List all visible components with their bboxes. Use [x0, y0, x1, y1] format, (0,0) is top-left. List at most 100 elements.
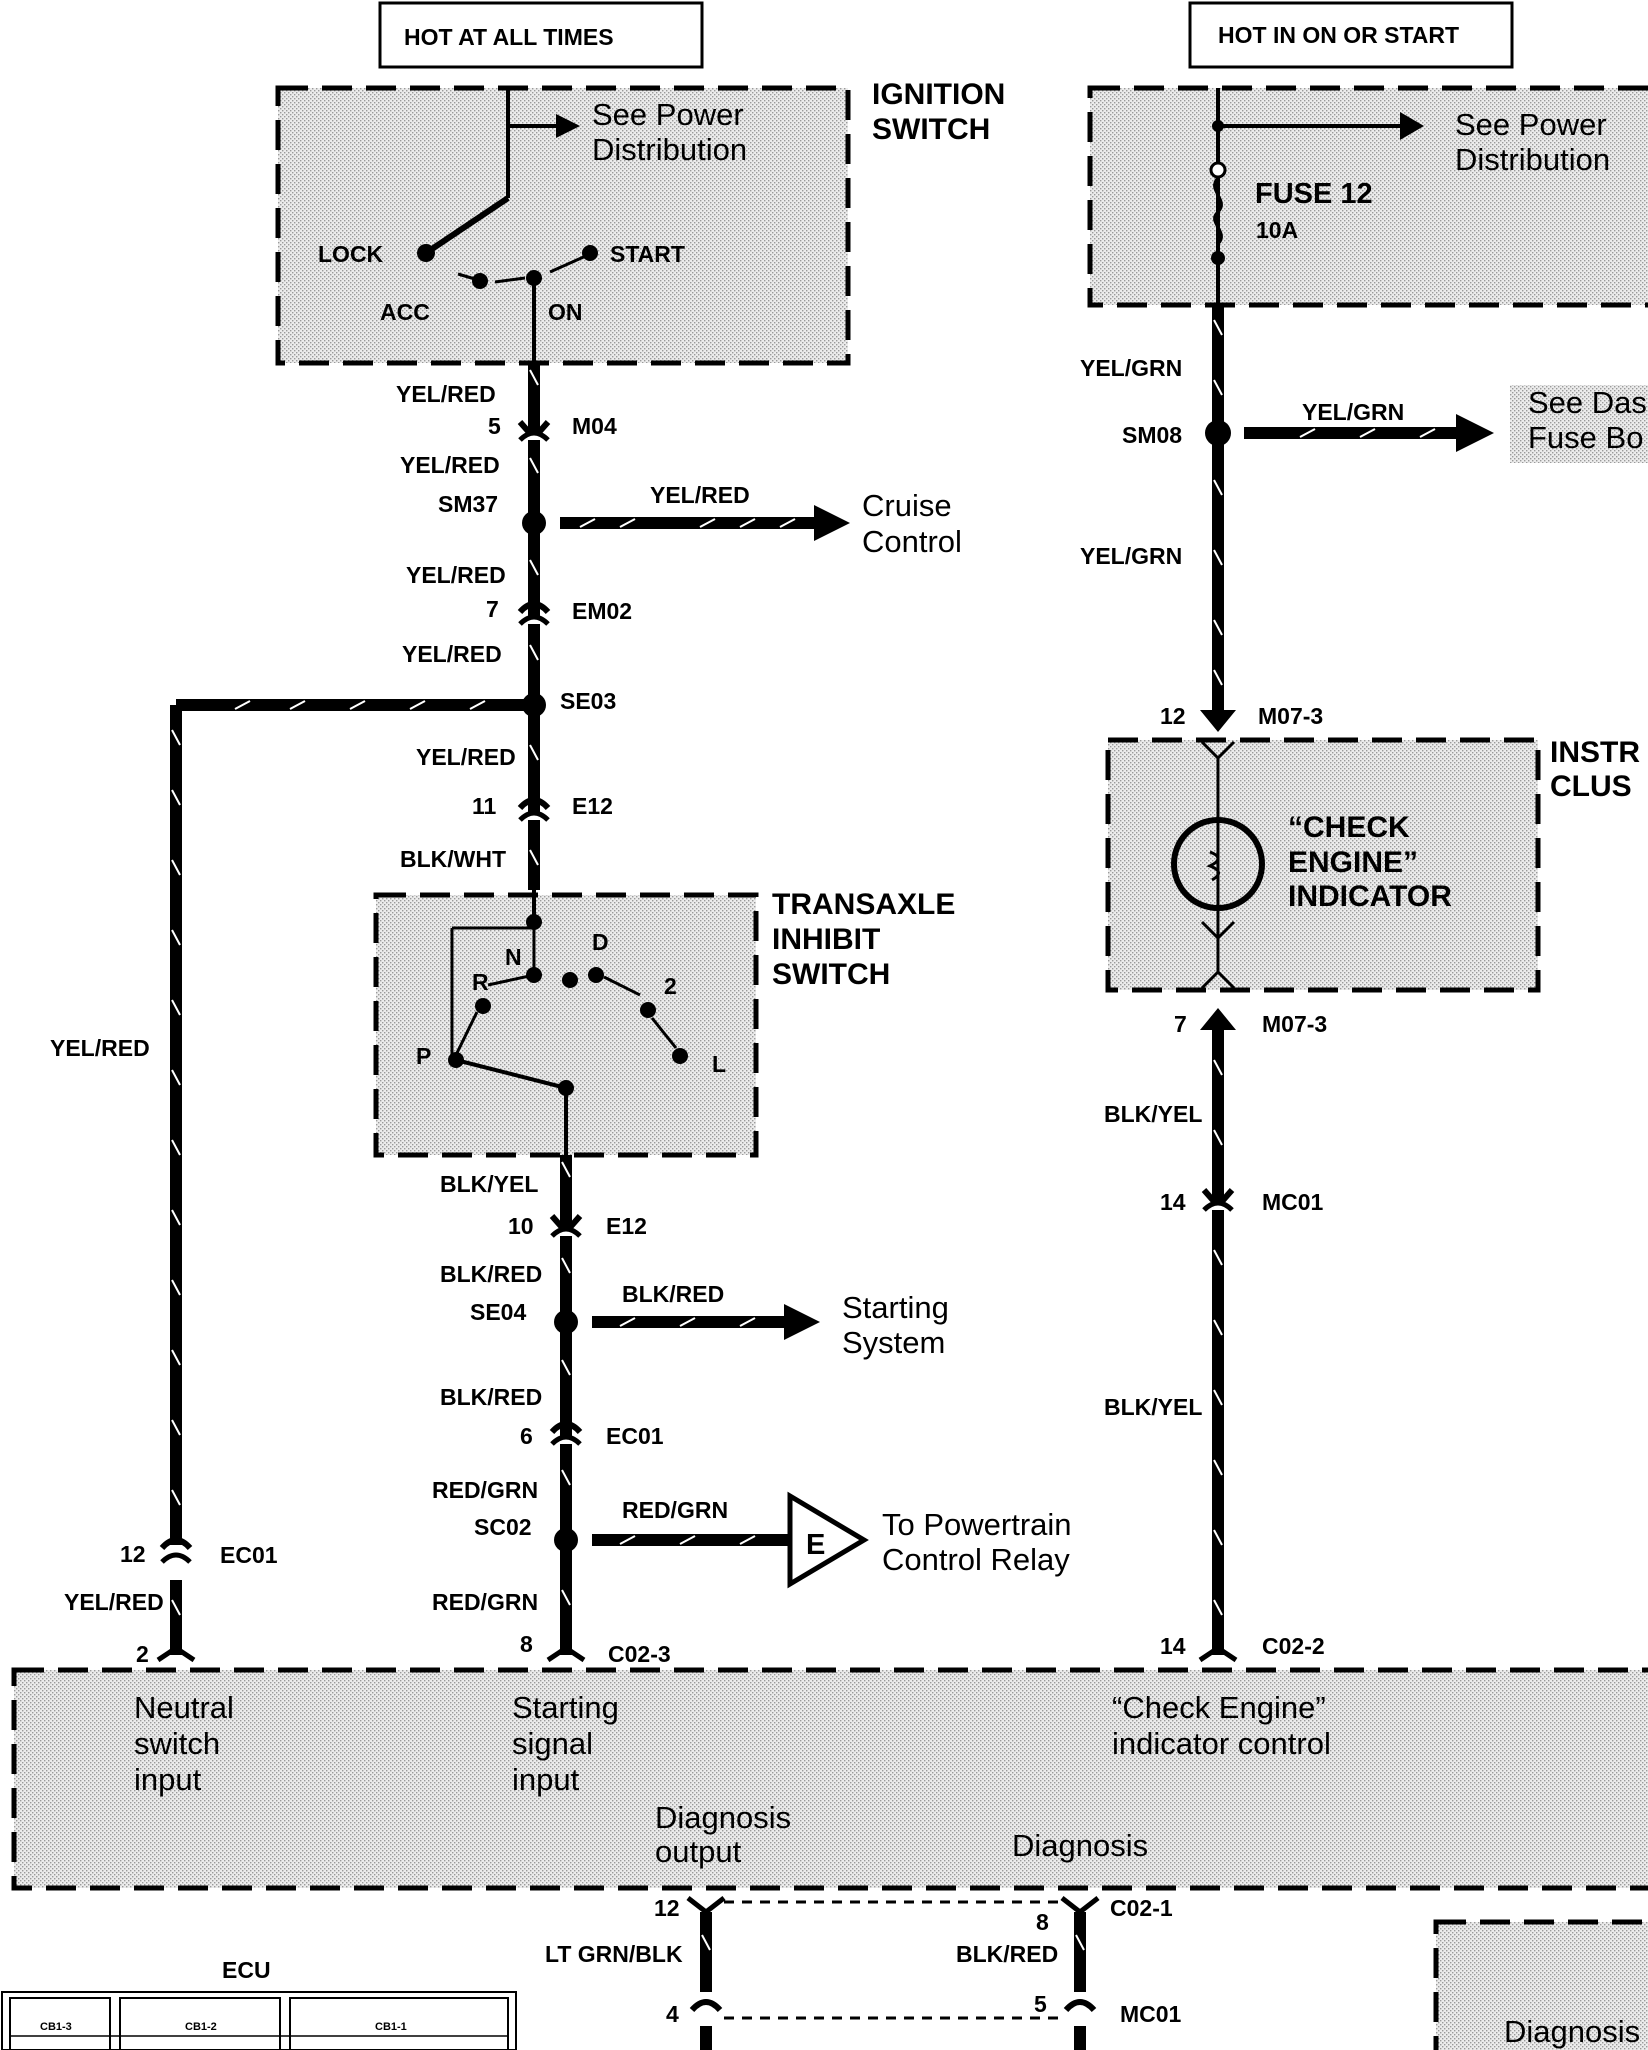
splice-label: SC02 [474, 1514, 532, 1540]
ecu-diag-out-2: output [655, 1834, 742, 1869]
wire-label: BLK/RED [956, 1941, 1058, 1967]
starting-system-1: Starting [842, 1290, 949, 1325]
ecu-starting-2: signal [512, 1726, 593, 1761]
fuse-block: See Power Distribution FUSE 12 10A [1087, 85, 1648, 308]
right-lower-harness: 7 M07-3 BLK/YEL 14 MC01 BLK/YEL 14 C02-2 [1104, 1008, 1327, 1663]
wire-label: YEL/RED [400, 452, 500, 478]
header-left: HOT AT ALL TIMES [378, 1, 704, 69]
wire-label: YEL/GRN [1080, 355, 1182, 381]
dash-fuse-see-1: See Das [1528, 385, 1647, 420]
header-right: HOT IN ON OR START [1188, 1, 1514, 69]
diagnosis-box-label: Diagnosis [1504, 2014, 1640, 2049]
ecu-connector-title: ECU [222, 1957, 271, 1983]
wire-label: BLK/YEL [440, 1171, 538, 1197]
ecu-starting-3: input [512, 1762, 580, 1797]
pin-number: 10 [508, 1213, 534, 1239]
wire-label: RED/GRN [432, 1477, 538, 1503]
connector-label: M07-3 [1258, 703, 1323, 729]
splice-label: SM37 [438, 491, 498, 517]
pin-number: 12 [120, 1541, 146, 1567]
fuse-name: FUSE 12 [1255, 178, 1373, 210]
wire-label: BLK/RED [440, 1261, 542, 1287]
wire-label: BLK/RED [440, 1384, 542, 1410]
wire-label: YEL/RED [396, 381, 496, 407]
ecu-neutral-1: Neutral [134, 1690, 234, 1725]
pin-number: 14 [1160, 1189, 1186, 1215]
cruise-control-1: Cruise [862, 488, 952, 523]
ecu-check-2: indicator control [1112, 1726, 1331, 1761]
connector-cb3: CB1-3 [40, 2021, 72, 2033]
indicator-label-2: ENGINE” [1288, 846, 1418, 879]
wire-label: YEL/RED [50, 1035, 150, 1061]
gear-2: 2 [664, 973, 677, 999]
gear-n: N [505, 944, 522, 970]
right-harness: YEL/GRN SM08 YEL/GRN YEL/GRN 12 M07-3 [1080, 305, 1494, 732]
ignition-on: ON [548, 299, 583, 325]
indicator-label-3: INDICATOR [1288, 880, 1452, 913]
wire-label: YEL/GRN [1080, 543, 1182, 569]
connector-label: E12 [606, 1213, 647, 1239]
transaxle-title-3: SWITCH [772, 958, 890, 991]
header-right-text: HOT IN ON OR START [1218, 22, 1459, 48]
connector-label: C02-3 [608, 1641, 671, 1667]
gear-r: R [472, 969, 489, 995]
connector-label: MC01 [1262, 1189, 1324, 1215]
starting-system-2: System [842, 1325, 945, 1360]
ecu-connector-face: ECU CB1-3 CB1-2 CB1-1 [1, 1957, 517, 2050]
dash-fuse-see-2: Fuse Bo [1528, 420, 1643, 455]
connector-label: C02-1 [1110, 1895, 1173, 1921]
transaxle-title-1: TRANSAXLE [772, 888, 955, 921]
left-lower-harness: BLK/YEL 10 E12 BLK/RED SE04 BLK/RED Star… [432, 1155, 1072, 1667]
pin-number: 5 [488, 413, 501, 439]
ignition-acc: ACC [380, 299, 430, 325]
ignition-title-2: SWITCH [872, 113, 990, 146]
wire-label: BLK/RED [622, 1281, 724, 1307]
dash-fuse-box-ref: See Das Fuse Bo [1510, 385, 1648, 463]
connector-label: E12 [572, 793, 613, 819]
wire-label: RED/GRN [432, 1589, 538, 1615]
splice-label: SE04 [470, 1299, 526, 1325]
wire-label: LT GRN/BLK [545, 1941, 683, 1967]
wire-label: YEL/RED [64, 1589, 164, 1615]
fuse-rating: 10A [1256, 217, 1298, 243]
pin-number: 4 [666, 2001, 679, 2027]
ignition-see-2: Distribution [592, 132, 747, 167]
wire-label: YEL/RED [650, 482, 750, 508]
gear-p: P [416, 1043, 431, 1069]
wire-label: BLK/YEL [1104, 1394, 1202, 1420]
splice-label: SE03 [560, 688, 616, 714]
wire-label: YEL/GRN [1302, 399, 1404, 425]
wire-label: BLK/WHT [400, 846, 506, 872]
diagnosis-box: Diagnosis [1433, 1919, 1648, 2050]
pin-number: 12 [654, 1895, 680, 1921]
relay-connector-letter: E [806, 1529, 825, 1561]
pin-number: 7 [486, 596, 499, 622]
splice-label: SM08 [1122, 422, 1182, 448]
instrument-cluster: “CHECK ENGINE” INDICATOR [1105, 737, 1541, 993]
wire-label: YEL/RED [406, 562, 506, 588]
transaxle-inhibit-switch: N D R 2 P L [373, 892, 759, 1158]
pin-number: 2 [136, 1641, 149, 1667]
relay-label-2: Control Relay [882, 1542, 1070, 1577]
left-harness: YEL/RED 5 M04 YEL/RED SM37 YEL/RED Cruis… [176, 363, 962, 895]
ecu-diag-out-1: Diagnosis [655, 1800, 791, 1835]
wire-label: YEL/RED [416, 744, 516, 770]
gear-l: L [712, 1051, 726, 1077]
pin-number: 6 [520, 1423, 533, 1449]
ecu-neutral-3: input [134, 1762, 202, 1797]
ignition-start: START [610, 241, 685, 267]
fuse-see-1: See Power [1455, 107, 1607, 142]
neutral-branch: YEL/RED 12 EC01 YEL/RED 2 [50, 705, 278, 1667]
indicator-label-1: “CHECK [1288, 811, 1410, 844]
pin-number: 5 [1034, 1991, 1047, 2017]
pin-number: 8 [520, 1631, 533, 1657]
wire-label: YEL/RED [402, 641, 502, 667]
ignition-see-1: See Power [592, 97, 744, 132]
connector-label: M04 [572, 413, 617, 439]
connector-label: MC01 [1120, 2001, 1182, 2027]
pin-number: 7 [1174, 1011, 1187, 1037]
connector-label: C02-2 [1262, 1633, 1325, 1659]
ecu-starting-1: Starting [512, 1690, 619, 1725]
header-left-text: HOT AT ALL TIMES [404, 24, 614, 50]
